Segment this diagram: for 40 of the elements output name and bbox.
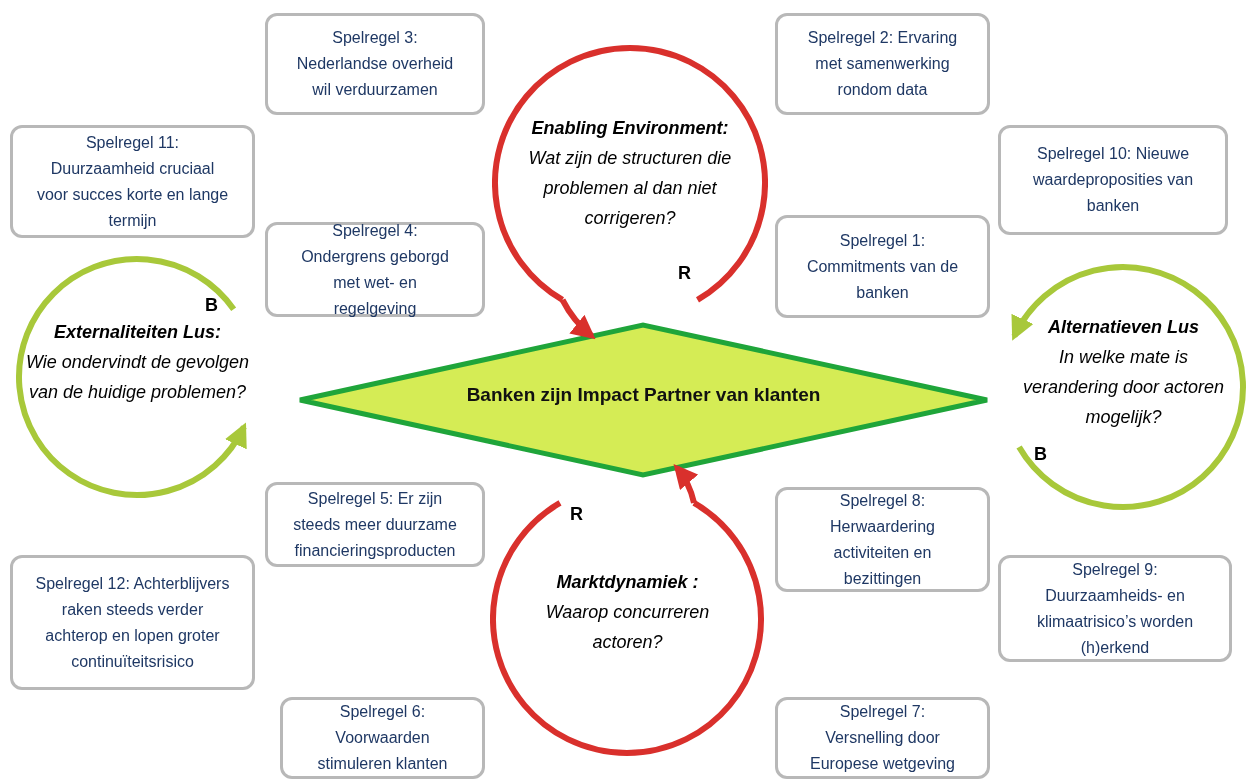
rule-text: Spelregel 8: Herwaardering activiteiten en bezittingen <box>829 490 936 589</box>
rule-text: Spelregel 3: Nederlandse overheid wil verduurzamen <box>295 28 455 100</box>
rule-text: Spelregel 4: Ondergrens geborgd met wet- en regelgeving <box>300 220 450 319</box>
loop-title: Enabling Environment: <box>530 117 730 140</box>
rule-card <box>775 215 990 318</box>
loop-title: Externaliteiten Lus: <box>52 321 222 344</box>
rule-card <box>775 697 990 779</box>
rule-card <box>280 697 485 779</box>
loop-polarity-label: B <box>1034 444 1047 465</box>
loop-question: Wat zijn de structuren die problemen al dan niet corrigeren? <box>527 147 733 230</box>
rule-card <box>10 555 255 690</box>
rule-card <box>998 125 1228 235</box>
rule-text: Spelregel 12: Achterblijvers raken steeds verder achterop en lopen groter continuïteitsrisico <box>35 573 230 672</box>
decision-diamond <box>297 322 990 478</box>
rule-text: Spelregel 9: Duurzaamheids- en klimaatrisico’s worden (h)erkend <box>1035 559 1195 658</box>
diamond-label: Banken zijn Impact Partner van klanten <box>465 384 822 406</box>
loop-polarity-label: R <box>678 263 691 284</box>
rule-text: Spelregel 5: Er zijn steeds meer duurzame financieringsproducten <box>292 488 458 561</box>
loop-question: In welke mate is verandering door actoren mogelijk? <box>1021 346 1226 429</box>
rule-text: Spelregel 1: Commitments van de banken <box>805 230 960 303</box>
arrow <box>559 298 596 340</box>
rule-card <box>775 13 990 115</box>
rule-card <box>775 487 990 592</box>
loop-question: Wie ondervindt de gevolgen van de huidige problemen? <box>25 351 250 404</box>
rule-text: Spelregel 10: Nieuwe waardeproposities van banken <box>1031 144 1195 216</box>
rule-card <box>265 13 485 115</box>
loop-question: Waarop concurreren actoren? <box>544 601 711 654</box>
rule-text: Spelregel 6: Voorwaarden stimuleren klanten <box>316 702 449 774</box>
arrow <box>673 463 699 504</box>
loop-title: Marktdynamiek : <box>555 571 700 594</box>
rule-text: Spelregel 2: Ervaring met samenwerking rondom data <box>806 28 959 100</box>
rule-card <box>998 555 1232 662</box>
rule-text: Spelregel 7: Versnelling door Europese wetgeving <box>809 702 956 774</box>
rule-text: Spelregel 11: Duurzaamheid cruciaal voor succes korte en lange termijn <box>35 132 230 231</box>
loop-title: Alternatieven Lus <box>1046 316 1200 339</box>
loop-polarity-label: R <box>570 504 583 525</box>
rule-card <box>265 222 485 317</box>
rule-card <box>265 482 485 567</box>
rule-card <box>10 125 255 238</box>
loop-polarity-label: B <box>205 295 218 316</box>
